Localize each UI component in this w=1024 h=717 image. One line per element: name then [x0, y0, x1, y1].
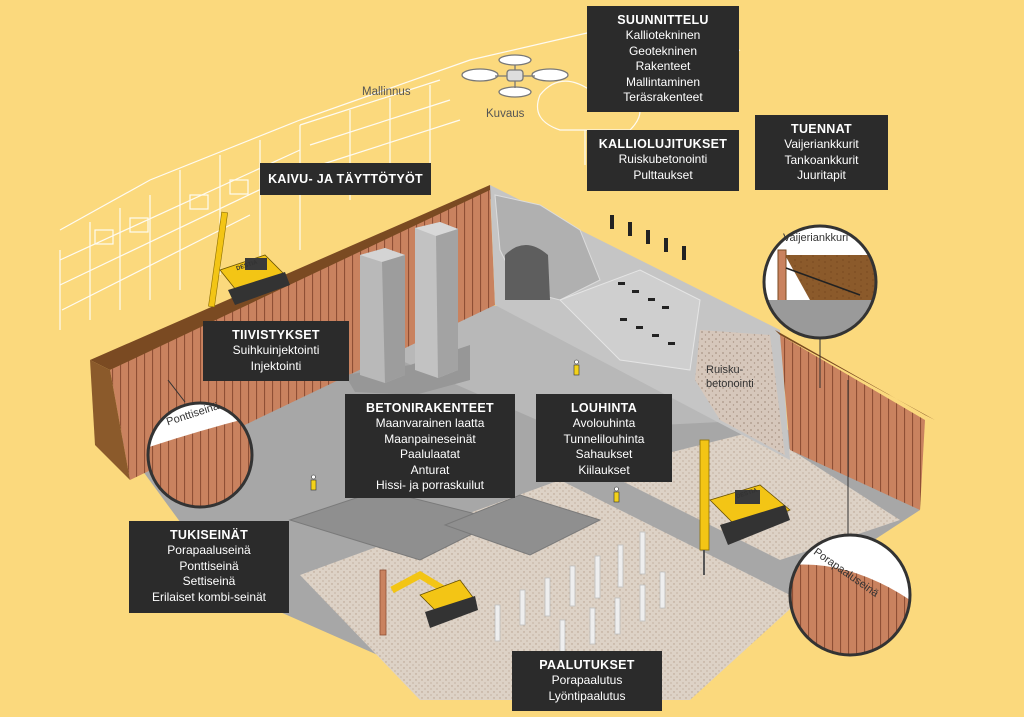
box-paalutukset: PAALUTUKSET Porapaalutus Lyöntipaalutus — [512, 651, 662, 711]
box-item: Ruiskubetonointi — [618, 152, 708, 166]
box-item: Rakenteet — [635, 59, 691, 73]
box-item: Lyöntipaalutus — [548, 688, 626, 703]
box-title: BETONIRAKENTEET — [366, 401, 494, 415]
box-title: TUENNAT — [791, 122, 852, 136]
box-item: Tunnelilouhinta — [563, 431, 645, 446]
box-title: KALLIOLUJITUKSET — [598, 137, 728, 151]
workers-icon — [310, 359, 620, 503]
box-item: Sahaukset — [575, 447, 633, 461]
label-kuvaus: Kuvaus — [486, 108, 525, 120]
box-item: Hissi- ja porraskuilut — [375, 478, 485, 492]
label-ruiskubetonointi: Ruisku- betonointi — [706, 363, 754, 391]
box-item: Mallintaminen — [625, 74, 701, 89]
box-title: SUUNNITTELU — [617, 13, 709, 27]
earth-top-left — [90, 185, 500, 370]
box-item: Settiseinä — [182, 574, 236, 588]
box-item: Ponttiseinä — [179, 558, 239, 573]
box-suunnittelu: SUUNNITTELU Kalliotekninen Geotekninen R… — [587, 6, 739, 112]
box-item: Teräsrakenteet — [623, 90, 703, 104]
rock-bolts — [610, 215, 686, 345]
box-title: TUKISEINÄT — [170, 528, 248, 542]
label-mallinnus: Mallinnus — [362, 86, 411, 98]
box-title: PAALUTUKSET — [539, 658, 635, 672]
pile-wall-right — [780, 335, 925, 510]
excavator-icon — [379, 569, 478, 636]
tunnel-opening — [505, 245, 550, 300]
box-item: Geotekninen — [628, 43, 698, 58]
box-item: Juuritapit — [797, 168, 846, 182]
drone-icon — [461, 54, 569, 98]
box-item: Pulttaukset — [633, 167, 693, 182]
label-ruisku-line-2: betonointi — [706, 378, 754, 390]
box-title: KAIVU- JA TÄYTTÖTYÖT — [268, 172, 423, 186]
slab-right — [443, 494, 602, 556]
box-item: Paalulaatat — [399, 447, 461, 461]
piling-rig-icon — [208, 211, 290, 308]
label-ruisku-line-1: Ruisku- — [706, 364, 744, 376]
drilling-rig-icon — [699, 439, 791, 575]
sheet-pile-wall-front — [90, 360, 130, 480]
box-item: Kalliotekninen — [625, 28, 701, 42]
concrete-shafts — [345, 222, 470, 395]
box-tukiseinat: TUKISEINÄT Porapaaluseinä Ponttiseinä Se… — [129, 521, 289, 613]
piles — [494, 531, 666, 655]
box-item: Maanpaineseinät — [384, 431, 476, 446]
box-kaivu: KAIVU- JA TÄYTTÖTYÖT — [260, 163, 431, 195]
zoom-porapaaluseina — [788, 380, 912, 657]
box-title: LOUHINTA — [570, 401, 638, 415]
box-item: Suihkuinjektointi — [232, 343, 320, 357]
box-item: Vaijeriankkurit — [784, 137, 859, 151]
box-item: Injektointi — [250, 358, 302, 373]
box-title: TIIVISTYKSET — [232, 328, 320, 342]
sprayed-concrete — [695, 330, 785, 455]
building-sketch — [59, 29, 741, 330]
box-item: Porapaaluseinä — [167, 543, 251, 557]
label-vaijeriankkuri: Vaijeriankkuri — [783, 232, 849, 244]
box-item: Erilaiset kombi-seinät — [151, 589, 267, 604]
box-item: Tankoankkurit — [784, 152, 859, 167]
rock-facets-2 — [559, 269, 701, 371]
box-kalliolujitukset: KALLIOLUJITUKSET Ruiskubetonointi Pultta… — [587, 130, 739, 191]
box-louhinta: LOUHINTA Avolouhinta Tunnelilouhinta Sah… — [536, 394, 672, 482]
box-item: Porapaalutus — [551, 673, 623, 687]
box-item: Kiilaukset — [578, 462, 630, 477]
box-tiivistykset: TIIVISTYKSET Suihkuinjektointi Injektoin… — [203, 321, 349, 381]
box-item: Maanvarainen laatta — [375, 416, 485, 430]
box-item: Avolouhinta — [572, 416, 636, 430]
box-item: Anturat — [410, 462, 450, 477]
box-tuennat: TUENNAT Vaijeriankkurit Tankoankkurit Ju… — [755, 115, 888, 190]
zoom-ponttiseina — [146, 379, 254, 509]
box-betonirakenteet: BETONIRAKENTEET Maanvarainen laatta Maan… — [345, 394, 515, 498]
